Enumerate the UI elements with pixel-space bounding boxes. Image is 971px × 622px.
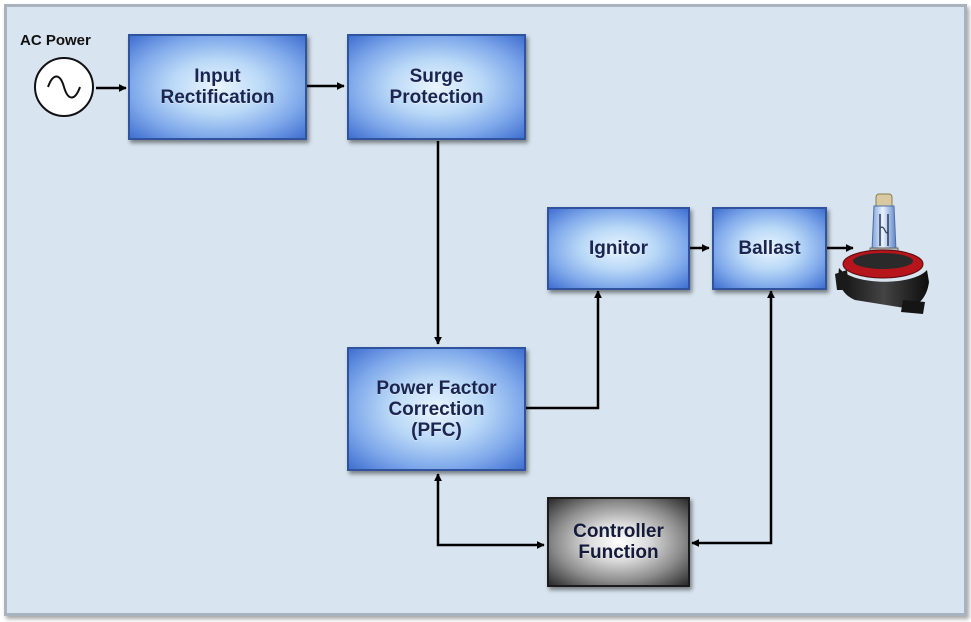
controller-function-block: Controller Function: [547, 497, 690, 587]
pfc-block: Power Factor Correction (PFC): [347, 347, 526, 471]
ignitor-block: Ignitor: [547, 207, 690, 290]
ac-power-label: AC Power: [20, 32, 91, 49]
lamp-bulb-icon: [835, 193, 929, 314]
input-rectification-block: Input Rectification: [128, 34, 307, 140]
ballast-block: Ballast: [712, 207, 827, 290]
surge-protection-block: Surge Protection: [347, 34, 526, 140]
ac-source-icon: [34, 57, 94, 117]
